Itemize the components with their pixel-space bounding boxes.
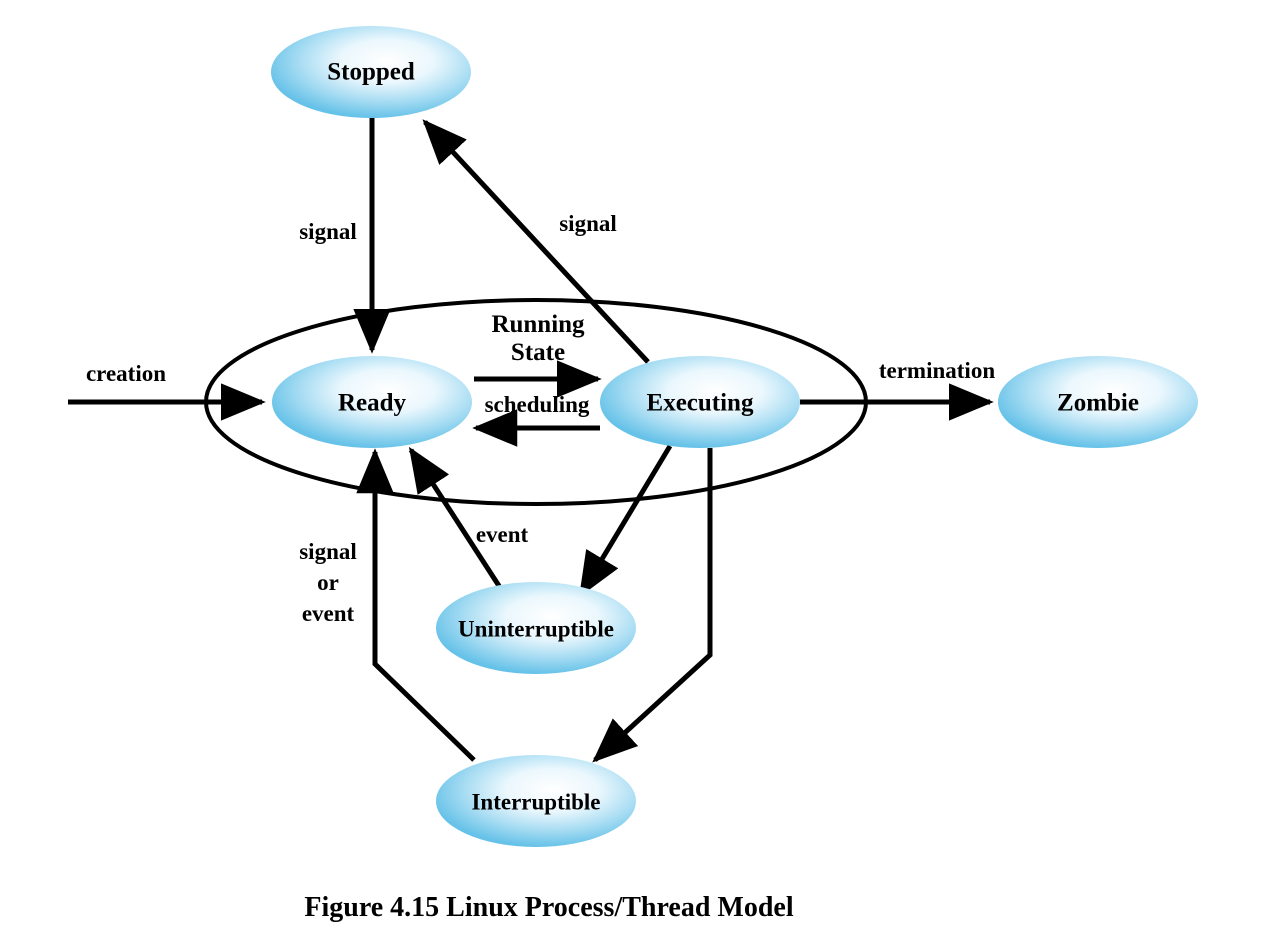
edge-label-signal-or-event-line3: event (302, 601, 355, 626)
node-ready[interactable]: Ready (272, 356, 472, 448)
running-state-group-label: Running State (491, 311, 585, 366)
node-executing[interactable]: Executing (600, 356, 800, 448)
edge-label-event: event (476, 522, 529, 547)
running-state-label-line1: Running (491, 311, 585, 338)
node-interruptible-label: Interruptible (471, 790, 600, 815)
edge-executing-to-interruptible (592, 448, 713, 763)
node-zombie[interactable]: Zombie (998, 356, 1198, 448)
node-interruptible-shape (436, 755, 636, 847)
edge-label-creation: creation (86, 361, 166, 386)
figure-caption: Figure 4.15 Linux Process/Thread Model (304, 892, 793, 923)
running-state-label-line2: State (511, 339, 565, 366)
edge-label-signal-right: signal (559, 211, 617, 236)
edge-label-termination: termination (879, 358, 995, 383)
node-uninterruptible-label: Uninterruptible (458, 617, 614, 642)
node-executing-label: Executing (647, 390, 754, 417)
node-ready-shape (272, 356, 472, 448)
edge-label-signal-or-event: signal or event (299, 539, 357, 626)
node-uninterruptible[interactable]: Uninterruptible (436, 582, 636, 674)
node-ready-label: Ready (338, 390, 407, 417)
edge-label-signal-or-event-line1: signal (299, 539, 357, 564)
edge-executing-to-uninterruptible (578, 444, 673, 598)
edge-interruptible-to-ready (356, 448, 476, 762)
node-zombie-shape (998, 356, 1198, 448)
node-executing-shape (600, 356, 800, 448)
edge-executing-to-stopped (422, 119, 650, 364)
edge-label-signal-or-event-line2: or (317, 570, 339, 595)
edge-label-scheduling: scheduling (485, 392, 590, 417)
node-zombie-label: Zombie (1057, 390, 1139, 417)
node-stopped-shape (271, 26, 471, 118)
edge-label-signal-left: signal (299, 219, 357, 244)
node-stopped-label: Stopped (327, 59, 415, 86)
node-uninterruptible-shape (436, 582, 636, 674)
node-interruptible[interactable]: Interruptible (436, 755, 636, 847)
edge-uninterruptible-to-ready (408, 446, 504, 591)
node-stopped[interactable]: Stopped (271, 26, 471, 118)
